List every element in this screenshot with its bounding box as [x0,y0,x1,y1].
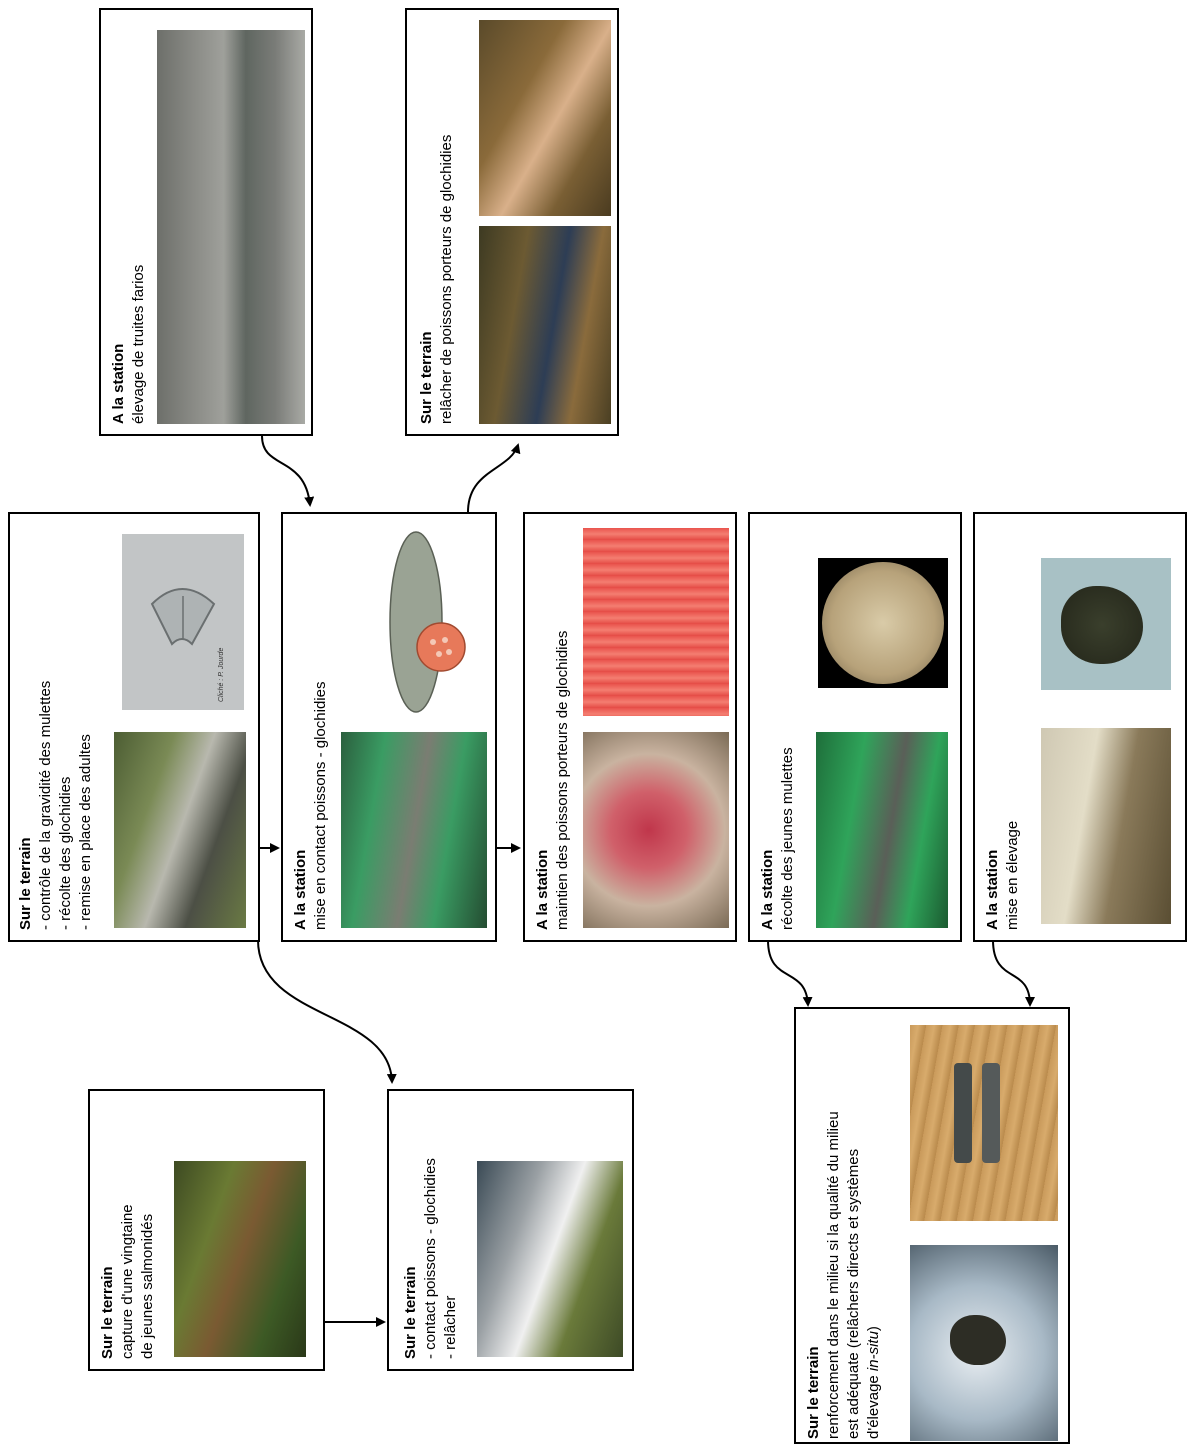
photo-mussel-microscope [910,1245,1058,1441]
photo-hand-holding-fish [479,20,611,216]
box-line: récolte des jeunes mulettes [779,747,796,930]
photo-releasing-fish [479,226,611,424]
photo-caption: Cliché : P. Jourde [218,647,225,702]
label-group: A la station récolte des jeunes mulettes [758,747,798,930]
label-group: A la station maintien des poissons porte… [533,631,573,930]
box-title: Sur le terrain [99,1266,116,1359]
label-group: A la station mise en contact poissons - … [291,682,331,930]
box-line-3-prefix: d'élevage [865,1371,882,1439]
box-title: A la station [759,849,776,930]
photo-lab-room [1041,728,1171,924]
box-line: renforcement dans le milieu si la qualit… [825,1111,842,1439]
step-box-elevage: A la station élevage de truites farios [99,8,313,436]
glochidie-icon [150,588,216,646]
step-box-capture: Sur le terrain capture d'une vingtaine d… [88,1089,325,1371]
photo-fish-gills [583,732,729,928]
box-title: Sur le terrain [805,1346,822,1439]
illustration-trout [341,522,487,722]
label-group: Sur le terrain - contrôle de la gravidit… [16,681,96,930]
box-title: Sur le terrain [402,1266,419,1359]
label-group: Sur le terrain - contact poissons - gloc… [401,1158,461,1359]
label-group: Sur le terrain capture d'une vingtaine d… [98,1204,158,1359]
box-title: A la station [984,849,1001,930]
photo-juvenile-mussels-microscope [818,558,948,688]
step-box-contact-station: A la station mise en contact poissons - … [281,512,497,942]
arrow-elevage-to-contact [261,435,315,507]
box-line: - remise en place des adultes [77,734,94,930]
box-title: Sur le terrain [418,331,435,424]
box-line-3: d'élevage in-situ) [864,1111,884,1439]
box-line: maintien des poissons porteurs de glochi… [554,630,571,930]
photo-green-tank [341,732,487,928]
box-line: mise en élevage [1004,820,1021,930]
box-line: élevage de truites farios [130,264,147,424]
photo-green-cylinders [816,732,948,928]
step-box-mise-elevage: A la station mise en élevage [973,512,1187,942]
photo-field-team [114,732,246,928]
box-line: relâcher de poissons porteurs de glochid… [438,134,455,424]
box-line: est adéquate (relâchers directs et systè… [845,1148,862,1439]
box-title: A la station [292,849,309,930]
arrow-mise-elevage-to-renforcement [992,939,1035,1007]
box-line: - contact poissons - glochidies [422,1158,439,1359]
photo-buckets-field [477,1161,623,1357]
box-title: A la station [534,849,551,930]
box-line: mise en contact poissons - glochidies [312,681,329,930]
photo-electrofishing [174,1161,306,1357]
box-line: de jeunes salmonidés [139,1213,156,1359]
step-box-contact-terrain: Sur le terrain - contact poissons - gloc… [387,1089,634,1371]
label-group: A la station élevage de truites farios [109,265,149,424]
arrow-contact-to-relacher [467,443,521,513]
step-box-renforcement: Sur le terrain renforcement dans le mili… [794,1007,1070,1444]
photo-fish-farm [157,30,305,424]
box-line-3-italic: in-situ [865,1331,882,1372]
label-group: Sur le terrain relâcher de poissons port… [417,135,457,424]
photo-juvenile-mussel [1041,558,1171,690]
step-box-maintien: A la station maintien des poissons porte… [523,512,737,942]
arrow-gravidite-to-contact-terrain [257,939,397,1084]
photo-in-situ-tubes [910,1025,1058,1221]
trout-icon [389,531,466,713]
box-title: Sur le terrain [17,837,34,930]
box-line: - récolte des glochidies [57,776,74,930]
label-group: A la station mise en élevage [983,821,1023,930]
photo-glochidies-on-gills [583,528,729,716]
step-box-recolte: A la station récolte des jeunes mulettes [748,512,962,942]
box-line: capture d'une vingtaine [119,1204,136,1359]
box-title: A la station [110,343,127,424]
photo-glochidie-microscope: Cliché : P. Jourde [122,534,244,710]
step-box-relacher-poissons: Sur le terrain relâcher de poissons port… [405,8,619,436]
label-group: Sur le terrain renforcement dans le mili… [804,1111,884,1439]
arrow-recolte-to-renforcement [767,939,813,1007]
box-line: - relâcher [442,1295,459,1359]
box-line: - contrôle de la gravidité des mulettes [37,680,54,930]
step-box-gravidite: Cliché : P. Jourde Sur le terrain - cont… [8,512,260,942]
box-line-3-suffix: ) [865,1326,882,1332]
